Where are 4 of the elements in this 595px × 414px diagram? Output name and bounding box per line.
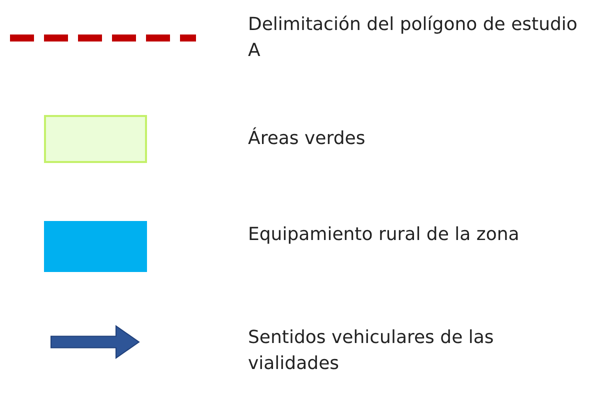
legend-text: Áreas verdes — [248, 126, 366, 151]
legend-text: Sentidos vehiculares de las vialidades — [248, 326, 495, 376]
legend-text: Delimitación del polígono de estudio A — [248, 13, 578, 63]
legend-text: Equipamiento rural de la zona — [248, 223, 520, 247]
